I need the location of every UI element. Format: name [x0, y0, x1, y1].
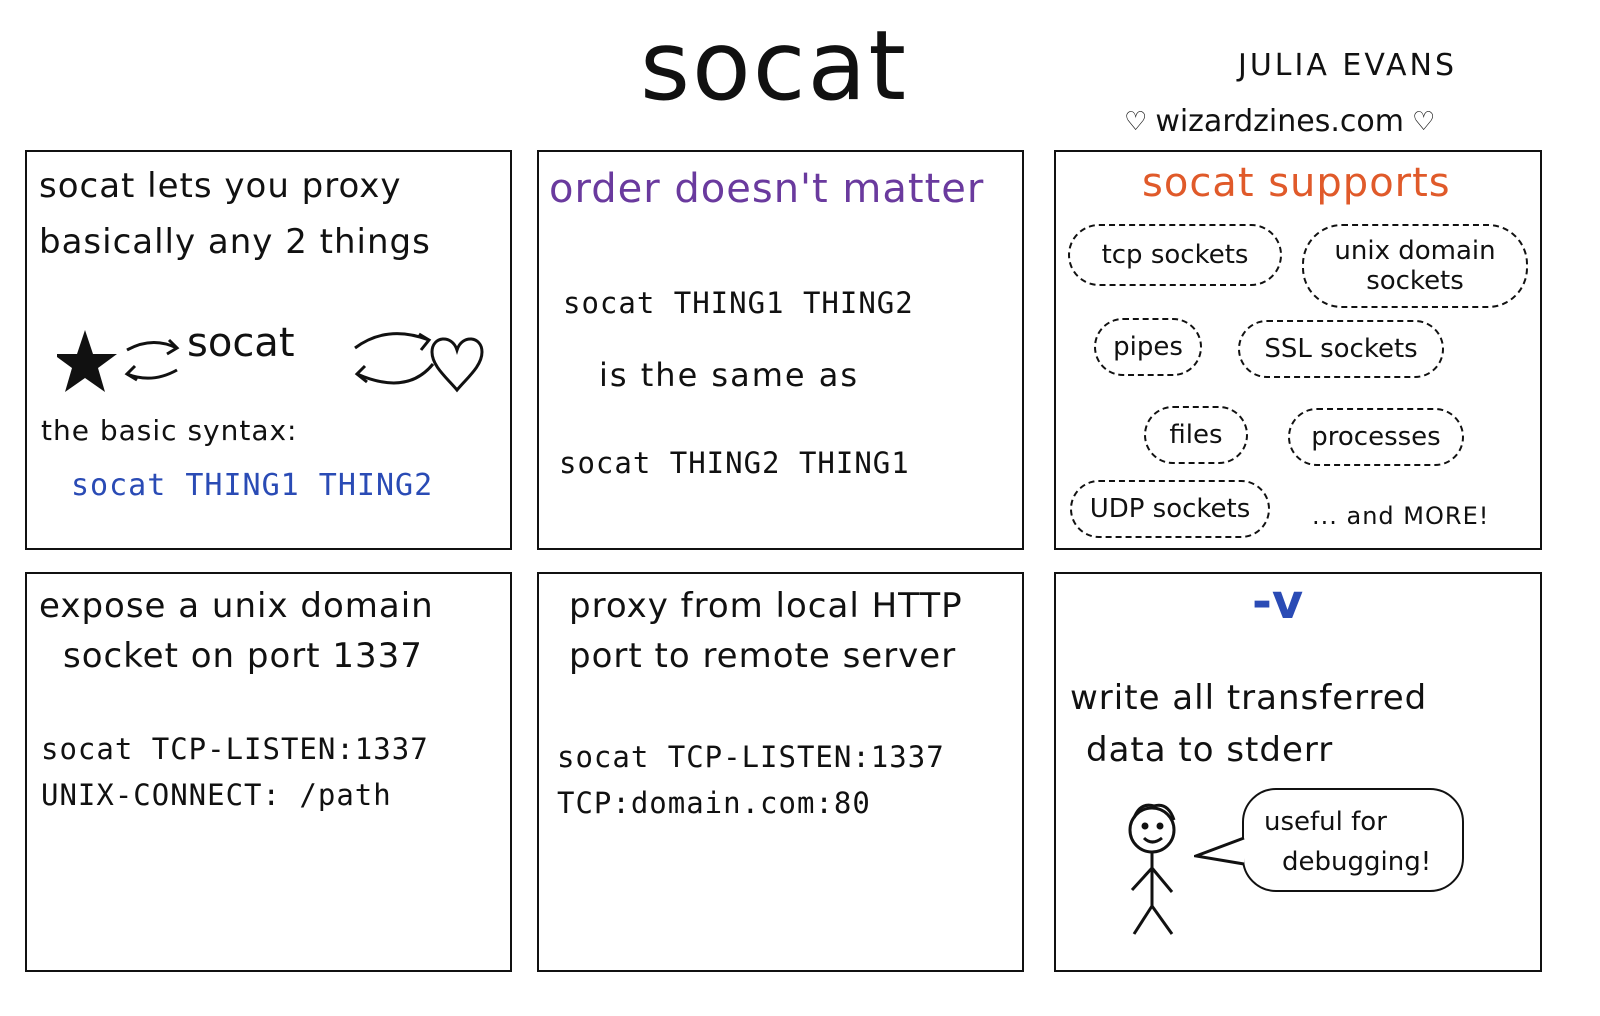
- speech-bubble-tail: [1194, 836, 1245, 866]
- bubble-text: debugging!: [1282, 847, 1432, 877]
- panel-text-line: socket on port 1337: [63, 636, 423, 676]
- panel-text-line: basically any 2 things: [39, 222, 431, 262]
- command-line: socat THING2 THING1: [559, 446, 910, 480]
- panel-text-line: data to stderr: [1086, 730, 1334, 770]
- proxy-diagram: [53, 322, 497, 402]
- supported-item: unix domain sockets: [1302, 224, 1528, 308]
- panel-supports: socat supports tcp sockets unix domain s…: [1054, 150, 1542, 550]
- supported-item: tcp sockets: [1068, 224, 1282, 286]
- panel-proxy-intro: socat lets you proxy basically any 2 thi…: [25, 150, 512, 550]
- syntax-command: socat THING1 THING2: [71, 468, 434, 503]
- star-icon: [53, 330, 117, 392]
- panel-text-line: port to remote server: [569, 636, 957, 676]
- page-title: socat: [640, 10, 908, 122]
- heart-icon: ♡: [1124, 106, 1148, 137]
- heart-icon: [430, 337, 484, 393]
- diagram-label: socat: [187, 320, 295, 366]
- panel-text-line: write all transferred: [1070, 678, 1428, 718]
- swap-arrows-icon: [354, 332, 435, 385]
- speech-bubble: useful for debugging!: [1242, 788, 1464, 892]
- panel-text-line: socat lets you proxy: [39, 166, 402, 206]
- swap-arrows-icon: [124, 338, 180, 382]
- site-url: wizardzines.com: [1155, 104, 1404, 139]
- command-line: UNIX-CONNECT: /path: [41, 778, 392, 812]
- stick-figure-icon: [1106, 794, 1236, 944]
- panel-unix-socket: expose a unix domain socket on port 1337…: [25, 572, 512, 972]
- command-line: TCP:domain.com:80: [557, 786, 871, 820]
- panel-text-line: is the same as: [599, 356, 860, 394]
- panel-http-proxy: proxy from local HTTP port to remote ser…: [537, 572, 1024, 972]
- bubble-text: useful for: [1264, 807, 1387, 837]
- syntax-label: the basic syntax:: [41, 414, 298, 447]
- flag-label: -v: [1252, 574, 1304, 630]
- panel-heading: socat supports: [1142, 160, 1451, 206]
- command-line: socat TCP-LISTEN:1337: [557, 740, 945, 774]
- heart-icon: ♡: [1411, 106, 1436, 137]
- supported-item: pipes: [1094, 318, 1202, 376]
- more-label: ... and MORE!: [1312, 502, 1490, 530]
- author-name: JULIA EVANS: [1238, 48, 1457, 83]
- panel-verbose: -v write all transferred data to stderr …: [1054, 572, 1542, 972]
- site-credit: ♡ wizardzines.com ♡: [1124, 104, 1435, 139]
- supported-item: files: [1144, 406, 1248, 464]
- panel-text-line: expose a unix domain: [39, 586, 434, 626]
- supported-item: SSL sockets: [1238, 320, 1444, 378]
- command-line: socat TCP-LISTEN:1337: [41, 732, 429, 766]
- supported-item: processes: [1288, 408, 1464, 466]
- supported-item: UDP sockets: [1070, 480, 1270, 538]
- command-line: socat THING1 THING2: [563, 286, 914, 320]
- panel-text-line: proxy from local HTTP: [569, 586, 963, 626]
- panel-heading: order doesn't matter: [549, 166, 985, 212]
- panel-order: order doesn't matter socat THING1 THING2…: [537, 150, 1024, 550]
